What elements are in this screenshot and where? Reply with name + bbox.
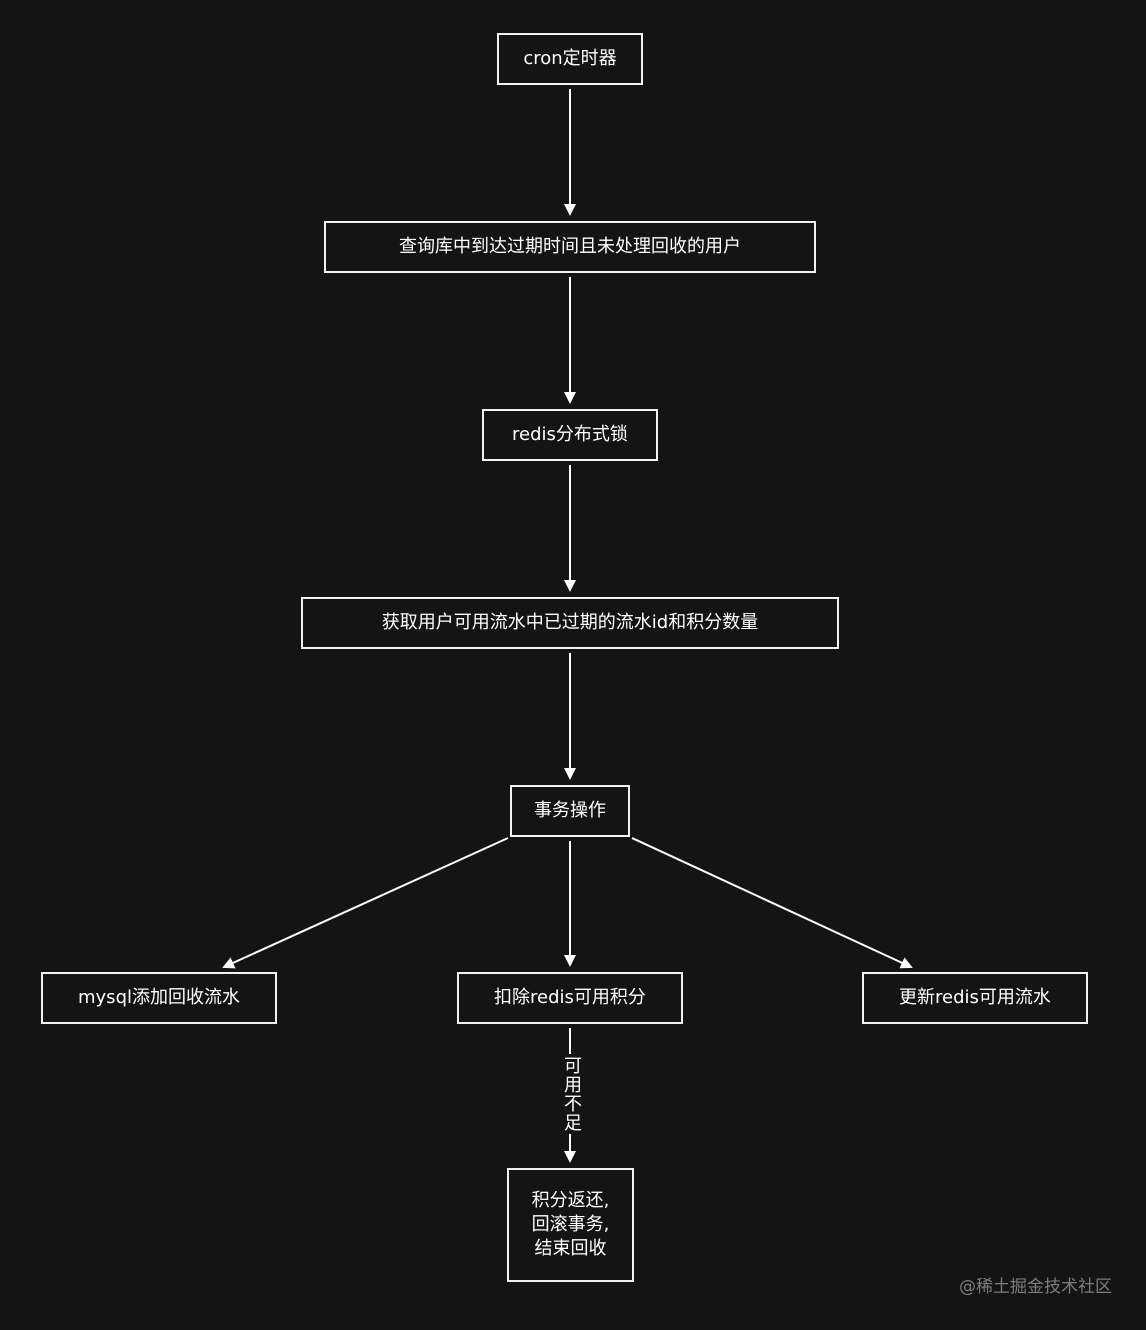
node-deduct-redis-points: 扣除redis可用积分 (457, 972, 683, 1024)
edge-txn-to-update (631, 837, 913, 969)
watermark: @稀土掘金技术社区 (959, 1277, 1112, 1297)
edge-label-insufficient: 可用不足 (558, 1054, 584, 1134)
node-rollback: 积分返还, 回滚事务, 结束回收 (507, 1168, 634, 1282)
node-update-redis-flow: 更新redis可用流水 (862, 972, 1088, 1024)
node-transaction: 事务操作 (510, 785, 630, 837)
node-cron-timer: cron定时器 (497, 33, 643, 85)
node-redis-lock: redis分布式锁 (482, 409, 658, 461)
edge-txn-to-mysql (222, 837, 509, 969)
node-mysql-add-flow: mysql添加回收流水 (41, 972, 277, 1024)
node-fetch-expired-flows: 获取用户可用流水中已过期的流水id和积分数量 (301, 597, 839, 649)
node-query-expired-users: 查询库中到达过期时间且未处理回收的用户 (324, 221, 816, 273)
